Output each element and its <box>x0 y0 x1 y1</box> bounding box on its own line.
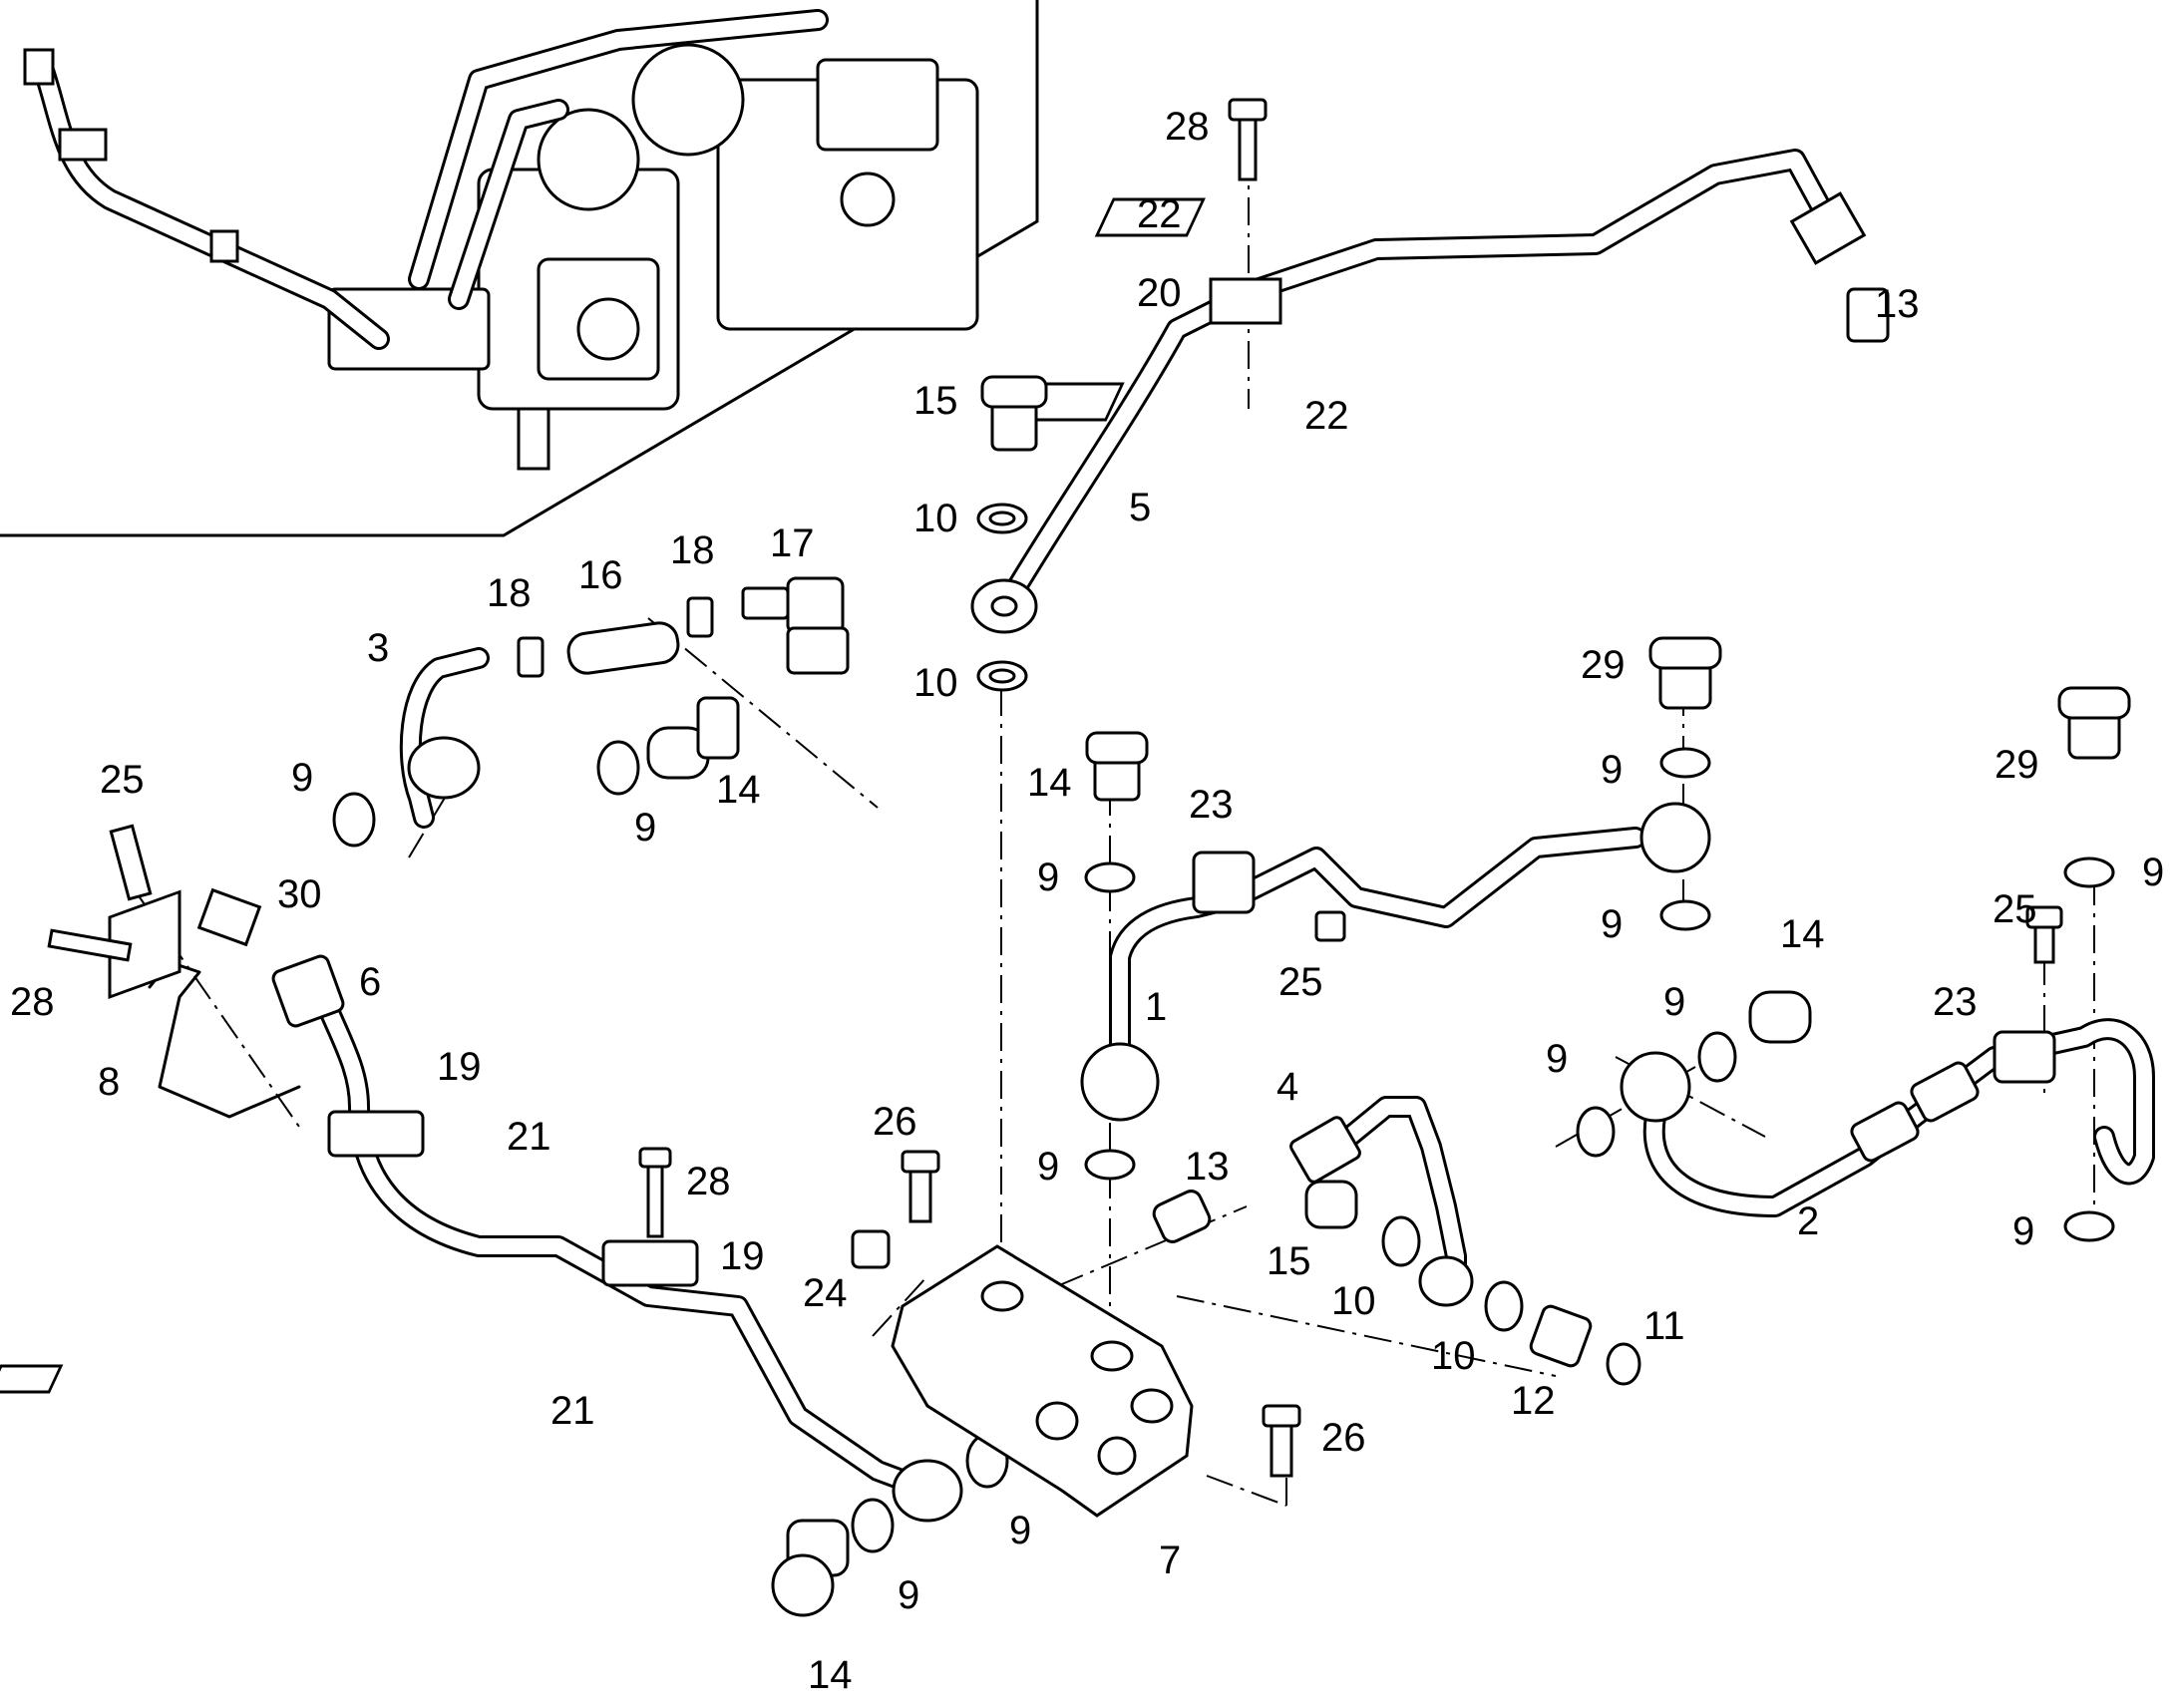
callout-23: 23 <box>1933 980 1978 1024</box>
callout-21: 21 <box>507 1115 551 1159</box>
callout-22: 22 <box>1304 394 1349 438</box>
callout-26: 26 <box>873 1100 917 1144</box>
callout-20: 20 <box>1137 271 1182 315</box>
callout-9: 9 <box>1663 980 1685 1024</box>
callout-2: 2 <box>1797 1199 1819 1243</box>
overview-engine-block <box>327 43 979 471</box>
washers-and-bolts-left <box>332 696 740 848</box>
right-fasteners <box>1576 686 2131 1242</box>
overview-tubes <box>23 9 829 350</box>
callout-9: 9 <box>1037 1145 1059 1189</box>
callout-30: 30 <box>277 872 322 916</box>
callout-10: 10 <box>1431 1334 1476 1378</box>
callout-9: 9 <box>1601 748 1623 792</box>
bracket-8 <box>108 889 301 1119</box>
callout-9: 9 <box>1546 1037 1568 1081</box>
callout-19: 19 <box>437 1045 482 1089</box>
callout-10: 10 <box>1331 1279 1376 1323</box>
callout-labels: 28 22 20 13 22 15 10 5 10 17 18 16 18 3 … <box>10 105 2164 1697</box>
callout-4: 4 <box>1276 1065 1298 1109</box>
callout-17: 17 <box>770 521 815 565</box>
fuel-line-2 <box>1620 1018 2155 1217</box>
callout-13: 13 <box>1185 1145 1230 1189</box>
callout-8: 8 <box>98 1060 120 1104</box>
callout-14: 14 <box>716 768 761 812</box>
callout-18: 18 <box>670 528 715 572</box>
callout-29: 29 <box>1995 743 2039 787</box>
callout-3: 3 <box>367 626 389 670</box>
fuel-line-1 <box>1080 802 1711 1122</box>
callout-23: 23 <box>1189 783 1234 827</box>
callout-28: 28 <box>1165 105 1210 149</box>
callout-11: 11 <box>1643 1304 1685 1348</box>
callout-9: 9 <box>634 806 656 850</box>
callout-21: 21 <box>550 1389 595 1433</box>
callout-9: 9 <box>1601 902 1623 946</box>
callout-29: 29 <box>1581 643 1626 687</box>
callout-9: 9 <box>291 756 313 800</box>
callout-10: 10 <box>913 497 958 540</box>
callout-25: 25 <box>100 758 145 802</box>
callout-6: 6 <box>359 960 381 1004</box>
callout-22: 22 <box>1137 192 1182 236</box>
center-fasteners <box>1084 636 1722 1243</box>
callout-13: 13 <box>1875 282 1920 326</box>
callout-9: 9 <box>1037 855 1059 899</box>
fuel-line-5 <box>970 149 1867 634</box>
top-fasteners <box>976 98 1890 692</box>
callout-5: 5 <box>1129 486 1151 529</box>
callout-15: 15 <box>913 379 958 423</box>
callout-7: 7 <box>1159 1538 1181 1582</box>
callout-14: 14 <box>1027 761 1072 805</box>
distribution-block-7 <box>851 1150 1301 1518</box>
callout-12: 12 <box>1511 1379 1556 1423</box>
callout-28: 28 <box>10 980 55 1024</box>
callout-14: 14 <box>808 1653 853 1697</box>
callout-15: 15 <box>1267 1239 1311 1283</box>
callout-25: 25 <box>1278 960 1323 1004</box>
callout-16: 16 <box>578 553 623 597</box>
fuel-line-3 <box>399 576 850 829</box>
callout-18: 18 <box>487 571 532 615</box>
callout-9: 9 <box>1009 1509 1031 1552</box>
callout-9: 9 <box>2012 1209 2034 1253</box>
callout-9: 9 <box>898 1573 919 1617</box>
lower-left-fasteners <box>0 824 1009 1617</box>
callout-26: 26 <box>1321 1416 1366 1460</box>
callout-14: 14 <box>1780 912 1825 956</box>
callout-10: 10 <box>913 661 958 705</box>
callout-24: 24 <box>803 1271 848 1315</box>
callout-9: 9 <box>2142 851 2164 894</box>
callout-1: 1 <box>1145 985 1167 1029</box>
callout-28: 28 <box>686 1160 731 1203</box>
callout-25: 25 <box>1993 887 2037 931</box>
callout-19: 19 <box>720 1234 765 1278</box>
fuel-line-6 <box>271 954 963 1523</box>
fuel-line-4 <box>1289 1096 1641 1386</box>
overview-inset <box>0 0 1039 537</box>
